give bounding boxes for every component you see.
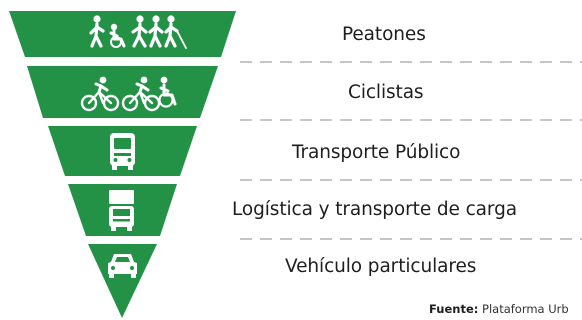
tier-ciclistas: [27, 66, 218, 118]
label-vehiculo-particulares: Vehículo particulares: [285, 256, 477, 277]
bus-icon: [110, 133, 135, 170]
cyclists-icon: [80, 76, 177, 112]
pedestrians-icon: [89, 15, 187, 49]
source-text: Plataforma Urb: [482, 302, 569, 316]
car-icon: [108, 254, 137, 278]
source-note: Fuente: Plataforma Urb: [429, 302, 569, 316]
tier-peatones: [9, 11, 236, 57]
tier-vehiculo-particular: [88, 244, 157, 318]
label-logistica: Logística y transporte de carga: [232, 199, 517, 220]
label-ciclistas: Ciclistas: [348, 82, 424, 103]
dashed-guides: [240, 61, 582, 240]
truck-icon: [109, 190, 134, 231]
label-transporte-publico: Transporte Público: [292, 142, 461, 163]
label-peatones: Peatones: [342, 24, 426, 45]
source-prefix: Fuente:: [429, 302, 479, 316]
